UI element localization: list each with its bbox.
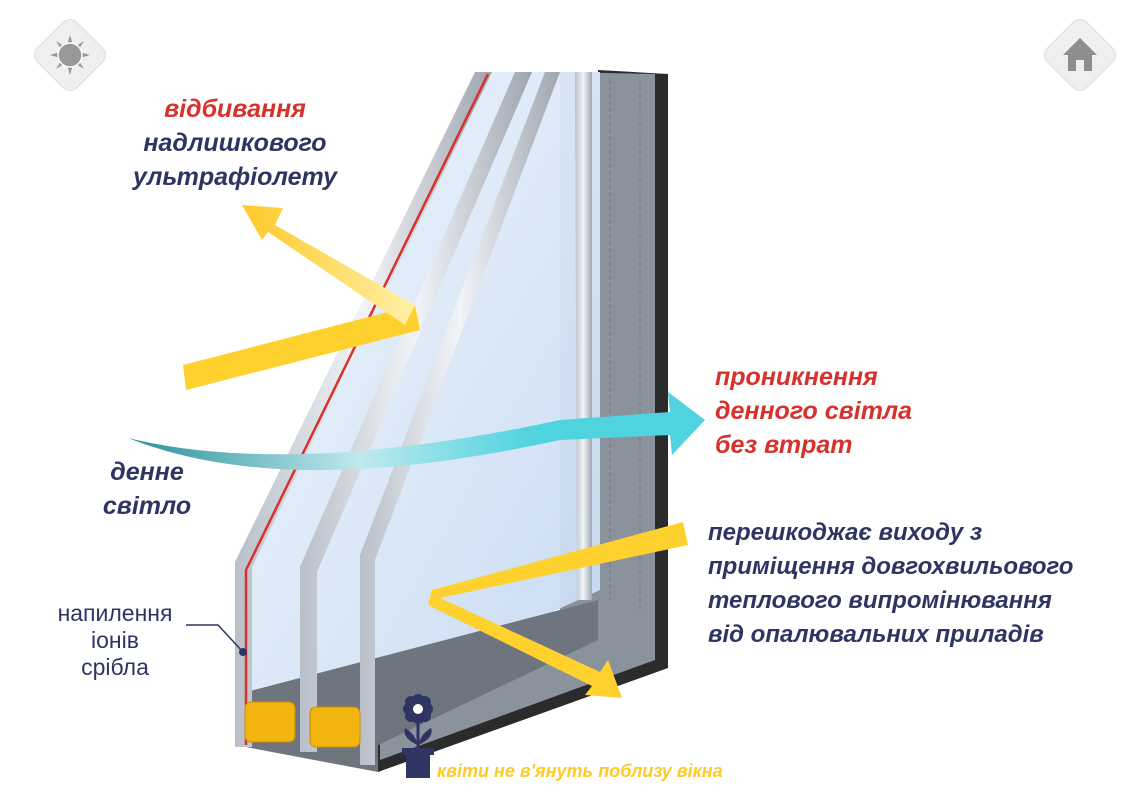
pass-line-1: проникнення — [715, 363, 878, 391]
uv-reflected-arrow — [242, 205, 415, 325]
pass-line-3: без втрат — [715, 431, 853, 459]
uv-line-1: відбивання — [164, 95, 306, 123]
coating-line-2: іонів — [91, 627, 139, 653]
silver-coating-label: напилення іонів срібла — [35, 600, 195, 681]
uv-incoming-arrow — [183, 305, 420, 390]
desiccant-1 — [244, 701, 296, 743]
coating-line-3: срібла — [81, 654, 149, 680]
uv-line-2: надлишкового — [143, 129, 327, 157]
uv-line-3: ультрафіолету — [132, 163, 338, 191]
heat-label: перешкоджає виходу з приміщення довгохви… — [708, 516, 1073, 652]
heat-line-4: від опалювальних приладів — [708, 621, 1044, 648]
home-icon — [1044, 19, 1116, 91]
pass-line-2: денного світла — [715, 397, 913, 425]
sun-button[interactable] — [20, 5, 120, 105]
daylight-arrow — [128, 392, 705, 471]
sun-icon — [34, 19, 106, 91]
daylight-pass-label: проникнення денного світла без втрат — [715, 360, 912, 462]
silver-coating-line — [244, 73, 490, 745]
uv-reflection-label: відбивання надлишкового ультрафіолету — [110, 92, 360, 194]
daylight-line-2: світло — [102, 492, 192, 520]
coating-line-1: напилення — [57, 600, 173, 626]
heat-line-1: перешкоджає виходу з — [708, 519, 983, 546]
daylight-label: денне світло — [92, 455, 202, 523]
heat-arrow — [428, 522, 688, 698]
flowers-caption: квіти не в'януть поблизу вікна — [437, 761, 723, 781]
daylight-line-1: денне — [110, 458, 184, 486]
flower-pot-icon — [402, 694, 434, 778]
desiccant-2 — [309, 706, 361, 748]
heat-line-3: теплового випромінювання — [708, 587, 1052, 614]
home-button[interactable] — [1030, 5, 1130, 105]
heat-line-2: приміщення довгохвильового — [708, 553, 1074, 580]
